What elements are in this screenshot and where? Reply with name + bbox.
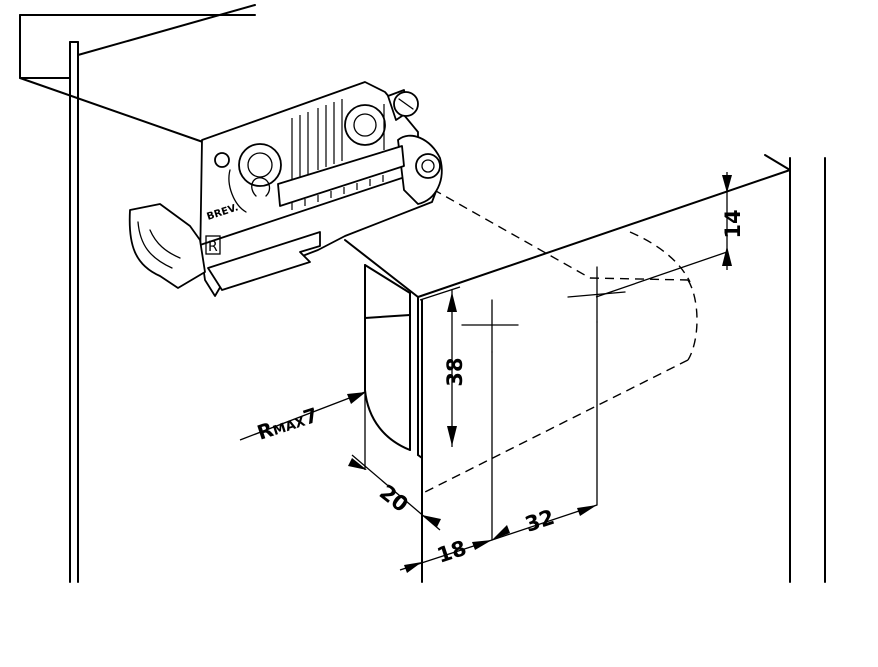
dim-label-14: 14 bbox=[721, 209, 745, 238]
hidden-outline bbox=[419, 181, 698, 493]
radius-label: RMAX7 bbox=[254, 403, 321, 445]
cabinet-side-panel bbox=[19, 4, 256, 583]
radius-label-prefix: R bbox=[254, 417, 276, 445]
rail-holes bbox=[291, 175, 384, 210]
dimension-depth: 20 bbox=[348, 390, 441, 531]
side-mark: R bbox=[208, 239, 218, 255]
dim-label-18: 18 bbox=[434, 536, 469, 568]
hinge-hole-marks bbox=[461, 266, 626, 353]
door-panel bbox=[344, 169, 791, 583]
hinge-ribs bbox=[291, 99, 385, 180]
cabinet-front-edge bbox=[764, 154, 826, 583]
hinge-mechanism: BREV. R bbox=[128, 81, 443, 297]
radius-label-sub: MAX bbox=[271, 415, 307, 439]
dimension-bottom: 18 32 bbox=[399, 321, 598, 573]
dimension-top-gap: 14 bbox=[595, 172, 745, 298]
dim-label-20: 20 bbox=[375, 480, 413, 517]
dim-label-32: 32 bbox=[522, 505, 557, 537]
dimension-height: 38 bbox=[419, 286, 467, 447]
radius-callout: RMAX7 bbox=[239, 391, 366, 445]
dim-label-38: 38 bbox=[443, 357, 467, 386]
